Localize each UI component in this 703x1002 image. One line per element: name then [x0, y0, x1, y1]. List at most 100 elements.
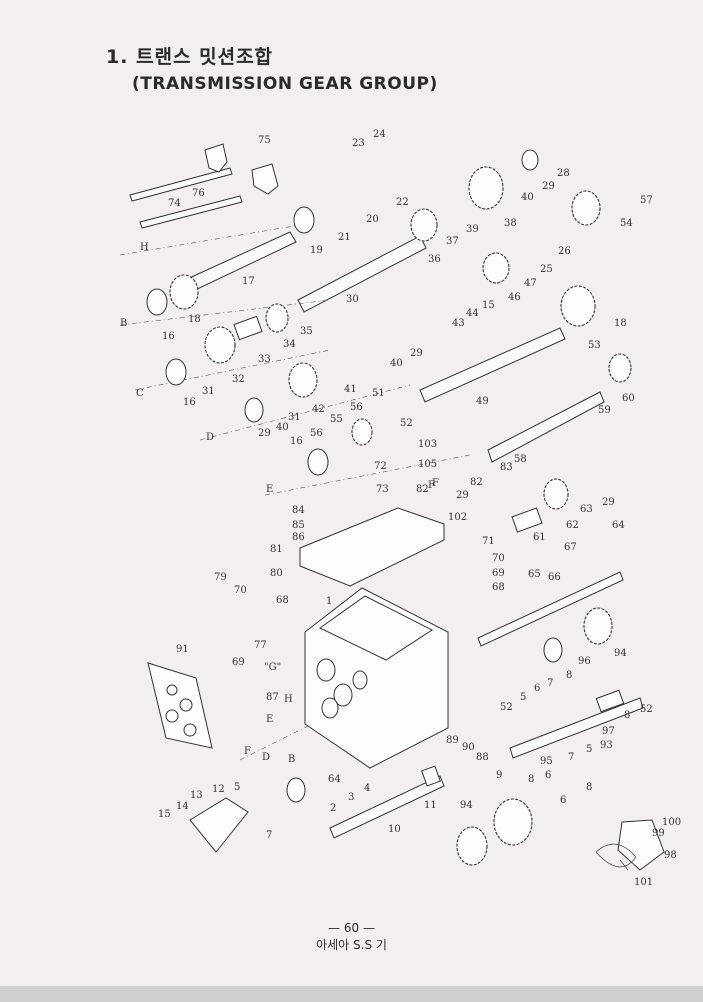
- gear-42: [288, 362, 318, 398]
- part-number-label-35: 53: [588, 340, 601, 351]
- case-bore-4: [352, 670, 368, 690]
- part-number-label-80: 65: [528, 569, 541, 580]
- part-number-label-106: 3: [348, 792, 354, 803]
- shaft-65: [477, 571, 624, 647]
- gear-32: [204, 326, 236, 364]
- part-number-label-77: 64: [612, 520, 625, 531]
- part-number-label-19: 26: [558, 246, 571, 257]
- gear-9: [493, 798, 533, 846]
- centerline-c: [134, 349, 331, 391]
- gear-set: [146, 149, 632, 866]
- part-number-label-1: 24: [373, 129, 386, 140]
- part-number-label-104: 95: [540, 756, 553, 767]
- part-number-label-34: 29: [410, 348, 423, 359]
- part-number-label-27: 18: [188, 314, 201, 325]
- part-number-label-36: 32: [232, 374, 245, 385]
- part-number-label-63: 84: [292, 505, 305, 516]
- part-number-label-41: 51: [372, 388, 385, 399]
- collar-33: [233, 315, 263, 341]
- part-number-label-54: 105: [418, 459, 437, 470]
- part-number-label-101: 88: [476, 752, 489, 763]
- part-number-label-58: 73: [376, 484, 389, 495]
- part-number-label-38: 16: [183, 397, 196, 408]
- part-number-label-87: 87: [266, 692, 279, 703]
- gear-18b: [560, 285, 596, 327]
- shaft-10: [329, 775, 445, 839]
- section-letter-label-3: D: [206, 432, 214, 443]
- part-number-label-47: 31: [288, 412, 301, 423]
- part-number-label-50: 60: [622, 393, 635, 404]
- part-number-label-44: 55: [330, 414, 343, 425]
- bearing-29d: [244, 397, 264, 423]
- part-number-label-55: 72: [374, 461, 387, 472]
- part-number-label-91: 6: [534, 683, 540, 694]
- part-number-label-25: 43: [452, 318, 465, 329]
- part-number-label-88: 94: [614, 648, 627, 659]
- part-number-label-118: 12: [212, 784, 225, 795]
- page-number: — 60 —: [328, 921, 375, 935]
- part-number-label-39: 41: [344, 384, 357, 395]
- gear-34: [265, 303, 289, 333]
- bearing-16: [146, 288, 168, 316]
- bearing-29: [521, 149, 539, 171]
- part-number-label-3: 76: [192, 188, 205, 199]
- housing-12: [189, 797, 249, 853]
- section-letter-label-2: C: [136, 388, 144, 399]
- part-number-label-14: 54: [620, 218, 633, 229]
- leader-line: [619, 859, 629, 871]
- part-number-label-40: 49: [476, 396, 489, 407]
- gasket-hole-3: [165, 709, 179, 723]
- part-number-label-99: 7: [568, 752, 574, 763]
- gear-18: [169, 274, 199, 310]
- collar-97: [595, 689, 625, 713]
- part-number-label-102: 90: [462, 742, 475, 753]
- part-number-label-85: 69: [232, 657, 245, 668]
- part-number-label-74: 29: [602, 497, 615, 508]
- part-number-label-125: 98: [664, 850, 677, 861]
- part-number-label-76: 61: [533, 532, 546, 543]
- centerline-lower: [239, 719, 321, 761]
- section-letter-label-8: E: [266, 714, 273, 725]
- gear-36: [410, 208, 438, 242]
- part-number-label-15: 37: [446, 236, 459, 247]
- part-number-label-67: 81: [270, 544, 283, 555]
- part-number-label-122: 5: [234, 782, 240, 793]
- part-number-label-69: 71: [482, 536, 495, 547]
- case-bore-1: [316, 658, 336, 682]
- bearing-8b: [543, 637, 563, 663]
- part-number-label-73: 63: [580, 504, 593, 515]
- part-number-label-48: 42: [312, 404, 325, 415]
- cover-plate-80: [299, 507, 445, 587]
- gear-54: [571, 190, 601, 226]
- part-number-label-23: 15: [482, 300, 495, 311]
- part-number-label-31: 34: [283, 339, 296, 350]
- shifter-rod-74: [139, 195, 243, 229]
- part-number-label-66: 102: [448, 512, 467, 523]
- part-number-label-94: 7: [547, 678, 553, 689]
- part-number-label-53: 56: [310, 428, 323, 439]
- part-number-label-110: 10: [388, 824, 401, 835]
- part-number-label-116: 6: [560, 795, 566, 806]
- part-number-label-113: 8: [528, 774, 534, 785]
- fork-75: [204, 143, 228, 173]
- seal-101: [595, 843, 637, 868]
- part-number-label-51: 103: [418, 439, 437, 450]
- shaft-95: [509, 697, 644, 759]
- part-number-label-95: 52: [640, 704, 653, 715]
- part-number-label-84: 77: [254, 640, 267, 651]
- part-number-label-117: 7: [266, 830, 272, 841]
- part-number-label-28: 16: [162, 331, 175, 342]
- gear-94: [583, 607, 613, 645]
- part-number-label-115: 8: [586, 782, 592, 793]
- gear-56: [351, 418, 373, 446]
- part-number-label-24: 44: [466, 308, 479, 319]
- case-top-opening: [319, 595, 433, 661]
- part-number-label-42: 52: [400, 418, 413, 429]
- part-number-label-111: 9: [496, 770, 502, 781]
- part-number-label-127: 1: [326, 596, 332, 607]
- collar-11: [421, 765, 441, 787]
- gasket-hole-2: [179, 698, 193, 712]
- part-number-label-8: 19: [310, 245, 323, 256]
- part-number-label-103: 89: [446, 735, 459, 746]
